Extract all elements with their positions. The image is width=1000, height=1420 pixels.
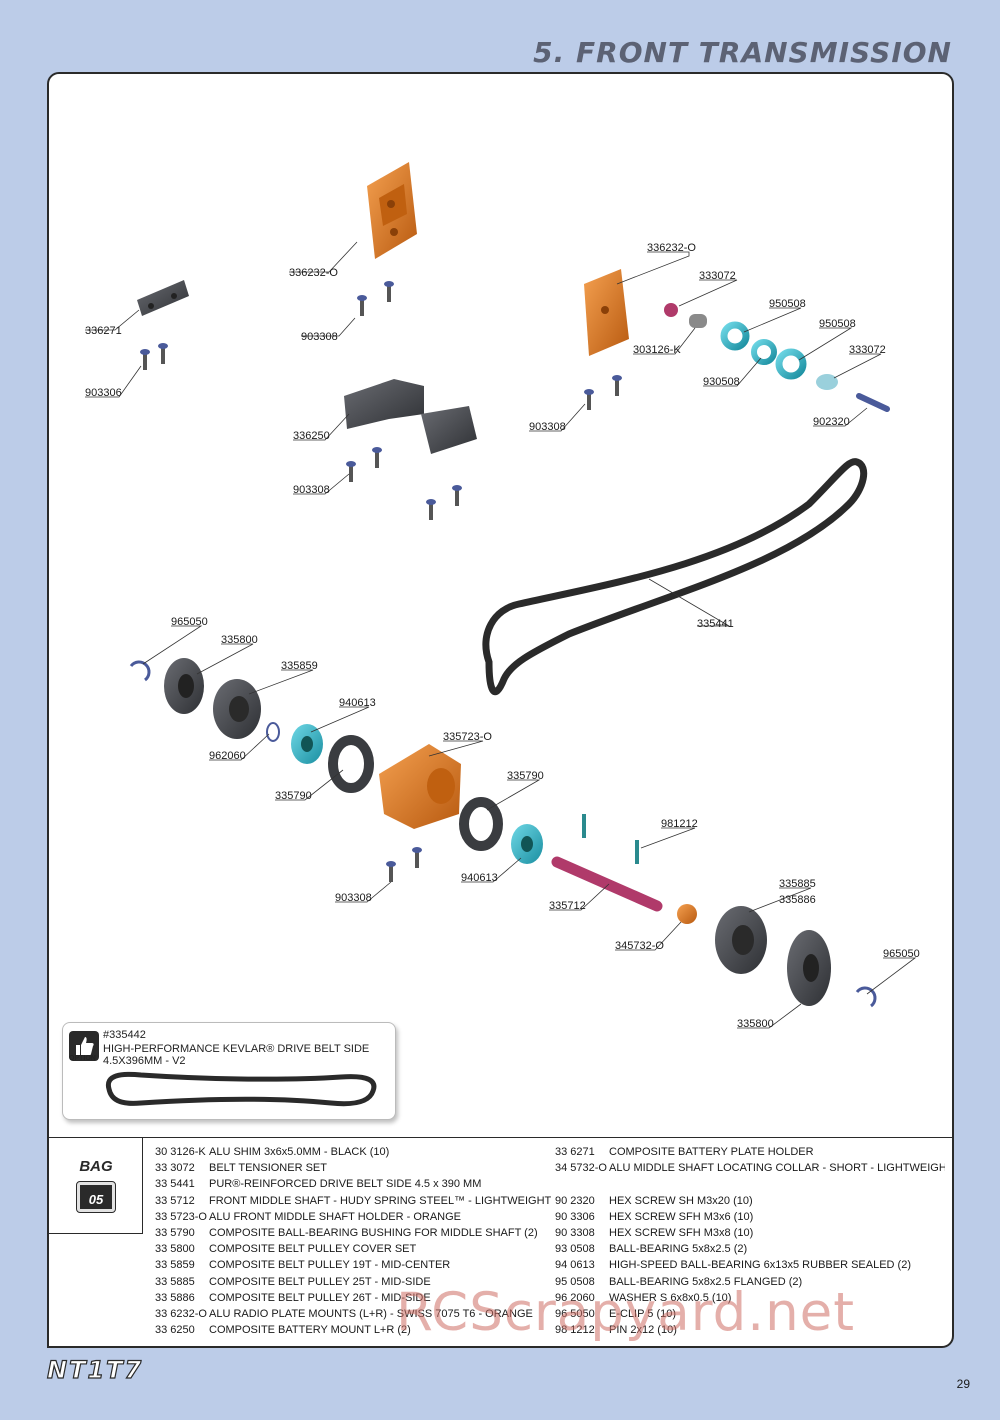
svg-text:335790: 335790	[507, 770, 544, 782]
svg-text:333072: 333072	[699, 270, 736, 282]
option-callout: OPTION #335442 HIGH-PERFORMANCE KEVLAR® …	[62, 1022, 396, 1120]
assembly-diagram-panel: 336232-O 903308 336271 903306 336232-O 3…	[47, 72, 954, 1139]
page-title: 5. FRONT TRANSMISSION	[533, 36, 952, 69]
drive-belt	[482, 458, 868, 696]
screws-903308-mid	[346, 447, 462, 520]
front-pulley-stack	[129, 658, 877, 1008]
watermark-text: RCScrapyard.net	[396, 1282, 856, 1343]
option-label: OPTION	[69, 1055, 96, 1062]
battery-mounts	[344, 379, 477, 454]
svg-text:345732-O: 345732-O	[615, 940, 664, 952]
callouts	[85, 241, 917, 1029]
svg-text:965050: 965050	[883, 948, 920, 960]
bag-label: BAG	[79, 1158, 113, 1175]
svg-text:940613: 940613	[339, 697, 376, 709]
svg-text:336232-O: 336232-O	[289, 267, 338, 279]
screws-903308-bottom	[386, 847, 422, 882]
svg-text:981212: 981212	[661, 818, 698, 830]
svg-text:335859: 335859	[281, 660, 318, 672]
belt-tensioner-parts	[664, 303, 890, 412]
screws-903306	[140, 343, 168, 370]
svg-text:965050: 965050	[171, 616, 208, 628]
svg-text:930508: 930508	[703, 376, 740, 388]
screws-903308-top	[357, 281, 394, 316]
svg-text:902320: 902320	[813, 416, 850, 428]
exploded-assembly-diagram: 336232-O 903308 336271 903306 336232-O 3…	[85, 162, 920, 1030]
svg-text:335790: 335790	[275, 790, 312, 802]
svg-text:336250: 336250	[293, 430, 330, 442]
svg-text:940613: 940613	[461, 872, 498, 884]
svg-text:903308: 903308	[335, 892, 372, 904]
svg-text:903308: 903308	[293, 484, 330, 496]
svg-text:NT1T7: NT1T7	[47, 1356, 143, 1384]
svg-text:962060: 962060	[209, 750, 246, 762]
bag-indicator: BAG 05	[49, 1138, 143, 1234]
svg-text:335886: 335886	[779, 894, 816, 906]
svg-text:335712: 335712	[549, 900, 586, 912]
svg-text:950508: 950508	[819, 318, 856, 330]
svg-text:336271: 336271	[85, 325, 122, 337]
svg-text:335800: 335800	[221, 634, 258, 646]
screws-903308-right	[584, 375, 622, 410]
page-number: 29	[956, 1377, 970, 1391]
kevlar-belt-image	[105, 1071, 377, 1107]
battery-plate-holder	[137, 280, 189, 316]
svg-text:903306: 903306	[85, 387, 122, 399]
callout-labels: 336232-O 903308 336271 903306 336232-O 3…	[85, 242, 920, 1030]
svg-text:903308: 903308	[529, 421, 566, 433]
option-description: HIGH-PERFORMANCE KEVLAR® DRIVE BELT SIDE…	[103, 1043, 370, 1067]
nt1t7-logo: NT1T7	[46, 1356, 143, 1384]
thumbs-up-icon	[69, 1031, 99, 1061]
option-part-number: #335442	[103, 1029, 146, 1041]
svg-text:335723-O: 335723-O	[443, 731, 492, 743]
svg-text:950508: 950508	[769, 298, 806, 310]
svg-text:335800: 335800	[737, 1018, 774, 1030]
svg-text:335441: 335441	[697, 618, 734, 630]
radio-plate-mount-left	[367, 162, 417, 259]
svg-text:335885: 335885	[779, 878, 816, 890]
part-row	[555, 1178, 945, 1194]
svg-text:903308: 903308	[301, 331, 338, 343]
radio-plate-mount-right	[584, 269, 629, 356]
bag-number: 05	[76, 1181, 116, 1213]
svg-text:333072: 333072	[849, 344, 886, 356]
svg-text:303126-K: 303126-K	[633, 344, 681, 356]
svg-text:336232-O: 336232-O	[647, 242, 696, 254]
